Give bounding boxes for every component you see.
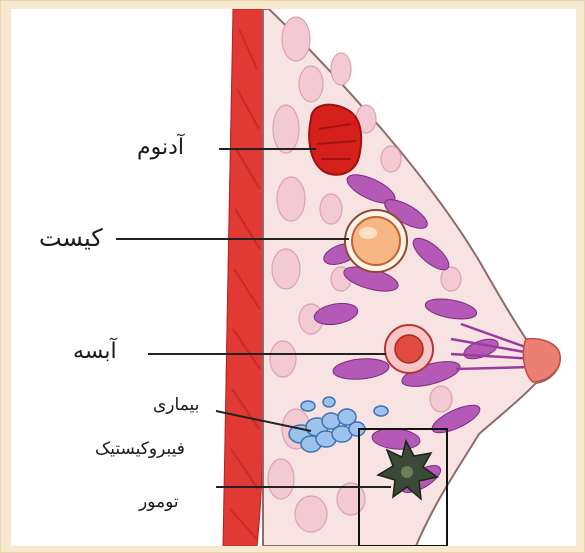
label-fibrocystic-line2: فیبروکیستیک [95, 439, 185, 459]
label-abscess: آبسه [73, 339, 117, 364]
adenoma-lesion [309, 105, 361, 175]
label-tumor: تومور [139, 492, 179, 512]
cyst-lesion [345, 210, 407, 272]
label-cyst: کیست [39, 224, 103, 252]
diagram-panel: آدنوم کیست آبسه بیماری فیبروکیستیک تومور [11, 9, 576, 546]
abscess-lesion [385, 325, 433, 373]
label-adenoma: آدنوم [137, 135, 184, 160]
breast-anatomy-illustration [11, 9, 576, 546]
nipple [523, 339, 560, 382]
label-fibrocystic-line1: بیماری [153, 395, 199, 415]
